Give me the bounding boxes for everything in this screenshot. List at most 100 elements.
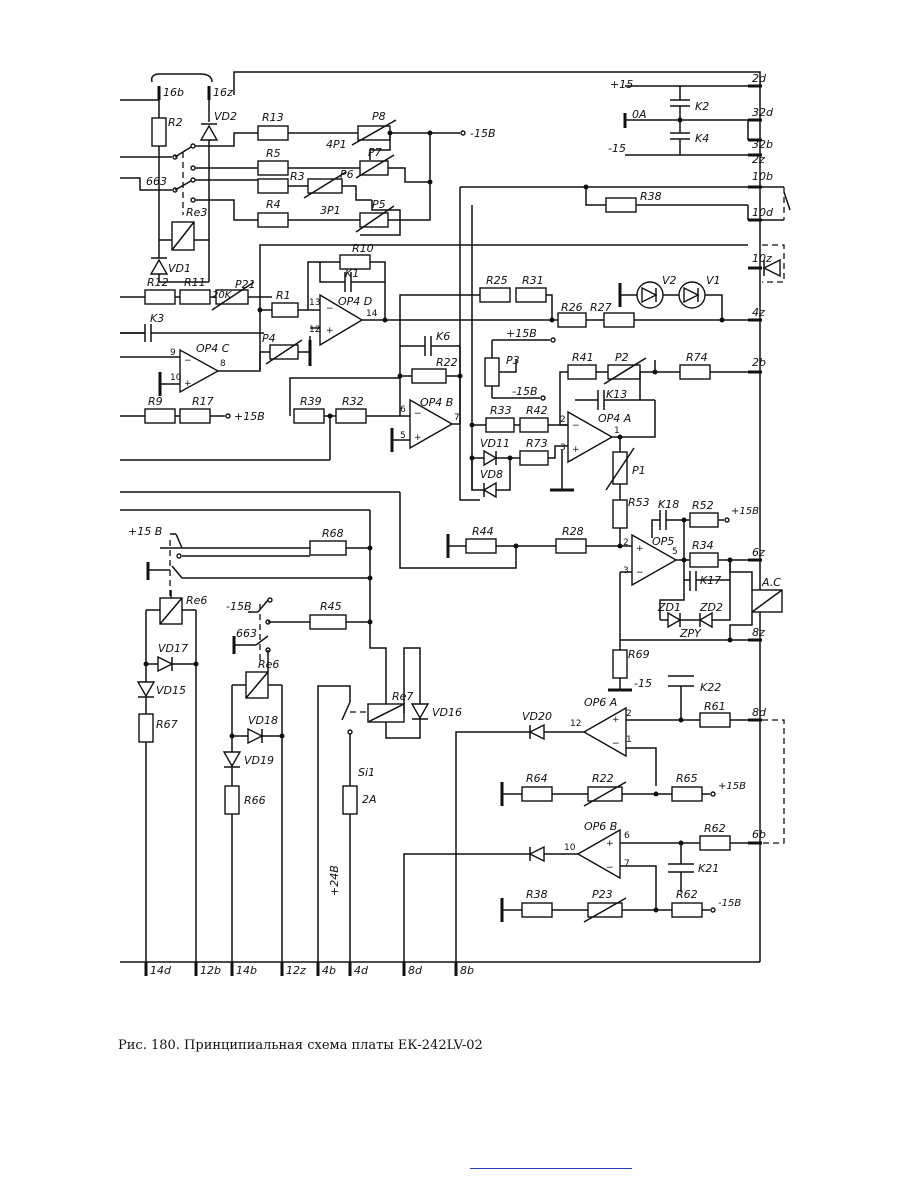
svg-text:8d: 8d — [408, 964, 423, 977]
svg-text:Si1: Si1 — [358, 766, 375, 779]
resistor-r67: R61 — [699, 700, 748, 728]
resistor-r25: R25 — [470, 274, 511, 303]
connector-6z: 6z — [748, 546, 765, 562]
svg-text:R41: R41 — [572, 351, 594, 364]
svg-text:R4: R4 — [266, 198, 281, 211]
svg-text:3P1: 3P1 — [320, 204, 341, 217]
svg-text:14b: 14b — [236, 964, 257, 977]
svg-text:K17: K17 — [700, 574, 721, 587]
resistor-r28: R68 — [182, 510, 371, 579]
svg-text:VD11: VD11 — [480, 437, 510, 450]
diode-10z — [762, 244, 785, 283]
svg-text:R34: R34 — [692, 539, 714, 552]
connector-16b: 16b — [157, 86, 184, 100]
resistor-r22-a: R22 — [400, 346, 461, 424]
svg-text:VD19: VD19 — [244, 754, 274, 767]
svg-text:R73: R73 — [526, 437, 548, 450]
cap-k13: K13 — [575, 372, 641, 410]
led-v2: V2 — [618, 274, 677, 309]
figure-caption: Рис. 180. Принципиальная схема платы ЕК-… — [118, 1038, 483, 1053]
svg-text:4P1: 4P1 — [326, 138, 347, 151]
svg-text:−: − — [606, 863, 614, 873]
diode-vd16: VD16 — [410, 703, 462, 720]
resistor-r74: R74 — [655, 351, 748, 380]
svg-text:ZD1: ZD1 — [657, 601, 681, 614]
svg-text:R27: R27 — [590, 301, 612, 314]
svg-text:VD16: VD16 — [432, 706, 462, 719]
resistor-r68: R69 -15 — [608, 648, 652, 692]
resistor-r12: R12 — [144, 276, 180, 305]
switch-p15: +15 B — [128, 525, 310, 598]
svg-text:R69: R69 — [628, 648, 650, 661]
svg-text:+: + — [326, 326, 334, 336]
svg-text:+15B: +15B — [234, 410, 265, 423]
cap-k1: K1 — [319, 262, 385, 292]
resistor-r64: R62 — [699, 822, 748, 851]
bottom-link[interactable] — [470, 1168, 632, 1169]
svg-text:20K: 20K — [212, 290, 233, 301]
opamp-op4d: − + 13 12 14 OP4 D — [309, 293, 748, 347]
svg-text:Re6: Re6 — [186, 594, 207, 607]
connector-4b: 4b — [316, 962, 336, 977]
pot-p2: P2 — [603, 351, 656, 385]
svg-text:+15B: +15B — [718, 781, 746, 792]
svg-text:10d: 10d — [752, 206, 774, 219]
resistor-r61: R65 +15B — [671, 772, 746, 802]
svg-text:R61: R61 — [704, 700, 726, 713]
svg-text:P6: P6 — [340, 168, 354, 181]
resistor-r33: R73 — [519, 437, 568, 466]
svg-text:R65: R65 — [676, 772, 698, 785]
connector-2d: 2d — [748, 72, 767, 88]
svg-text:-15B: -15B — [512, 385, 538, 398]
svg-text:-15: -15 — [608, 142, 626, 155]
switch-10b-10d — [760, 186, 791, 221]
svg-text:12z: 12z — [286, 964, 306, 977]
connector-32d: 32d — [748, 106, 774, 122]
opamp-op4b: − + 6 5 7 OP4 B — [390, 396, 460, 452]
svg-text:R22: R22 — [592, 772, 614, 785]
board-frame — [120, 71, 761, 963]
connector-6b: 6b — [748, 828, 766, 845]
svg-text:R74: R74 — [686, 351, 708, 364]
svg-text:1: 1 — [626, 735, 632, 745]
svg-text:R10: R10 — [352, 242, 374, 255]
connector-8d-bottom: 8d — [402, 962, 423, 977]
svg-text:−: − — [184, 356, 192, 366]
svg-text:P4: P4 — [262, 332, 276, 345]
svg-text:2b: 2b — [752, 356, 766, 369]
svg-text:4d: 4d — [354, 964, 369, 977]
svg-text:R1: R1 — [276, 289, 291, 302]
svg-text:12: 12 — [570, 719, 581, 729]
svg-text:K1: K1 — [345, 267, 359, 280]
svg-text:R25: R25 — [486, 274, 508, 287]
svg-text:K3: K3 — [150, 312, 164, 325]
svg-text:P23: P23 — [592, 888, 613, 901]
diode-vd2: VD2 — [199, 100, 237, 240]
svg-text:6: 6 — [400, 405, 406, 415]
svg-text:8b: 8b — [460, 964, 474, 977]
svg-text:P3: P3 — [506, 354, 520, 367]
svg-text:−: − — [612, 739, 620, 749]
svg-text:14: 14 — [366, 309, 378, 319]
svg-text:663: 663 — [236, 627, 257, 640]
cap-k22: K22 — [668, 675, 721, 720]
diode-vd19: VD19 — [222, 736, 274, 786]
svg-text:P5: P5 — [372, 198, 386, 211]
svg-text:7: 7 — [454, 413, 460, 423]
svg-text:2: 2 — [623, 538, 629, 548]
svg-text:OP4 C: OP4 C — [196, 342, 230, 355]
svg-text:R11: R11 — [184, 276, 206, 289]
svg-text:VD15: VD15 — [156, 684, 186, 697]
svg-text:OP4 D: OP4 D — [338, 295, 372, 308]
opamp-op5: + − 2 3 5 OP5 — [619, 533, 678, 650]
svg-text:10: 10 — [564, 843, 576, 853]
svg-text:-15B: -15B — [718, 898, 741, 909]
svg-text:R26: R26 — [561, 301, 583, 314]
svg-text:R64: R64 — [526, 772, 548, 785]
svg-text:-15B: -15B — [226, 600, 252, 613]
svg-text:+15B: +15B — [731, 506, 759, 517]
pot-p4: P4 — [262, 332, 312, 366]
svg-text:−: − — [414, 409, 422, 419]
svg-text:4z: 4z — [752, 306, 765, 319]
